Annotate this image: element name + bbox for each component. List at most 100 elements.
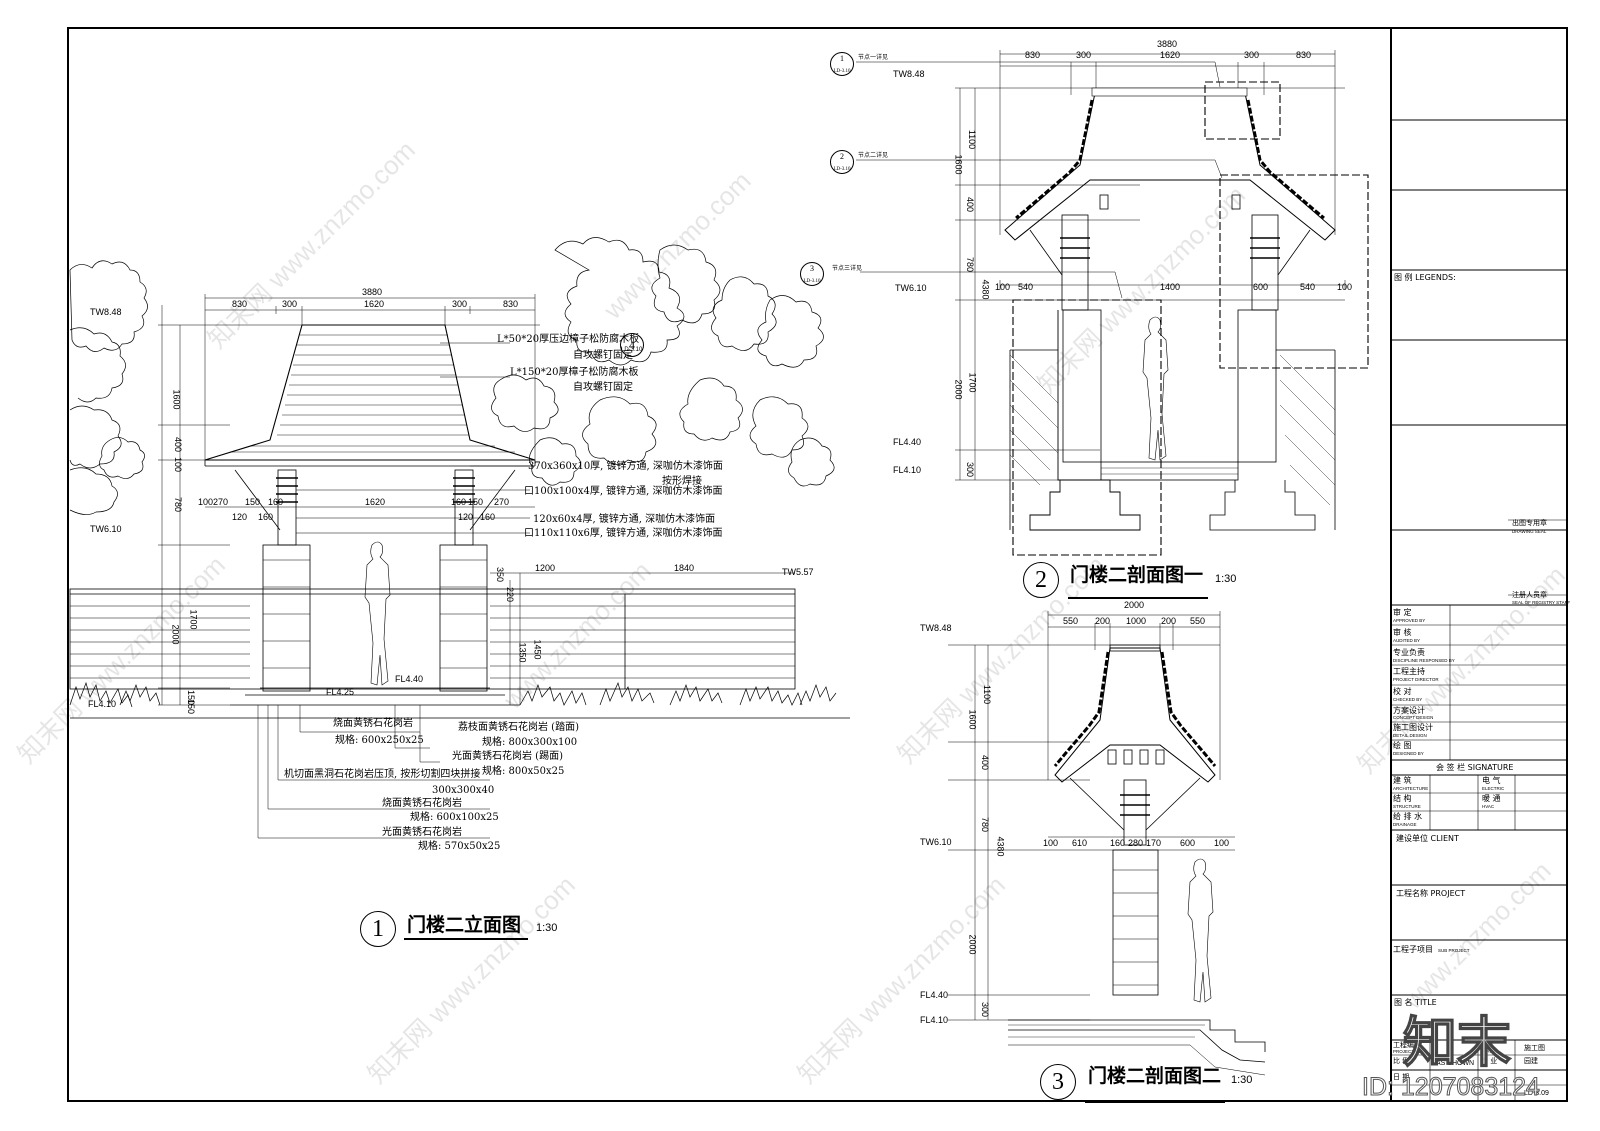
dim: 830 [1025, 50, 1041, 60]
note: L*50*20厚压边樟子松防腐木板 [497, 334, 640, 345]
dim: 1620 [1160, 50, 1181, 60]
note: 自攻螺钉固定 [573, 382, 633, 393]
note: 口100x100x4厚, 镀锌方通, 深咖仿木漆饰面 [524, 486, 723, 497]
sub-project-label: 工程子项目 [1393, 945, 1433, 954]
dim: 300 [1076, 50, 1092, 60]
note: 烧面黄锈石花岗岩 [333, 718, 413, 729]
role-label-en: CONCEPT DESIGN [1393, 715, 1434, 720]
note: 机切面黑洞石花岗岩压顶, 按形切割四块拼接 [284, 769, 481, 780]
callout-number: 2 [840, 152, 844, 161]
role-label: 审 核 [1393, 628, 1412, 637]
note: 规格: 800x300x100 [482, 737, 578, 748]
note: 口110x110x6厚, 镀锌方通, 深咖仿木漆饰面 [524, 528, 723, 539]
id-tag: ID: 1207083124 [1362, 1073, 1541, 1102]
title-label: 图 名 TITLE [1394, 998, 1437, 1007]
note: 荔枝面黄锈石花岗岩 (踏面) [458, 722, 579, 733]
dim: 160 [258, 512, 274, 522]
dim: 100 [198, 497, 214, 507]
view-title: 门楼二立面图 [407, 914, 522, 936]
discipline-field-label: 专 业 [1481, 1057, 1498, 1065]
role-label: 专业负责 [1393, 648, 1425, 657]
project-label: 工程名称 PROJECT [1396, 889, 1466, 898]
project-no-label: 工程编号 [1393, 1041, 1421, 1049]
dim: 160 [451, 497, 467, 507]
role-label-en: CHECKED BY [1393, 697, 1423, 702]
callout-label: 节点三详见 [832, 265, 863, 272]
callout-ref: LD-3.10 [621, 347, 643, 353]
role-label-en: DESIGNED BY [1393, 751, 1424, 756]
dim: 830 [1296, 50, 1312, 60]
dim: 270 [213, 497, 229, 507]
callout-number: 3 [810, 264, 814, 273]
dim: 1700 [967, 372, 978, 393]
dim: 100 [1337, 282, 1353, 292]
view-number-circle: 1 [360, 911, 396, 947]
level-marker: TW8.48 [90, 307, 122, 317]
dim: 1840 [674, 563, 695, 573]
dim: 830 [503, 299, 519, 309]
dim: 1600 [953, 154, 964, 175]
drawing-frame [67, 27, 1568, 1102]
dim: 400 [965, 196, 976, 213]
dim: 300 [1244, 50, 1260, 60]
dim: 400 [980, 754, 991, 771]
discipline-label-en: HVAC [1482, 804, 1495, 809]
view-scale: 1:30 [536, 922, 558, 934]
dim: 160 [480, 512, 496, 522]
dim: 3880 [362, 287, 383, 297]
dim: 100 [1043, 838, 1059, 848]
view-number-circle: 3 [1040, 1064, 1076, 1100]
level-marker: TW8.48 [893, 69, 925, 79]
discipline-label-en: ARCHITECTURE [1393, 786, 1429, 791]
legends-label: 图 例 LEGENDS: [1394, 273, 1456, 282]
view-number: 2 [1035, 567, 1047, 593]
dim: 4380 [980, 279, 991, 300]
level-marker: FL4.25 [326, 687, 355, 697]
view-scale: 1:30 [1231, 1074, 1253, 1086]
discipline-label: 电 气 [1482, 776, 1501, 785]
callout-label: 节点一详见 [858, 54, 889, 61]
dim: 400 [173, 436, 184, 453]
view-number: 3 [1052, 1069, 1064, 1095]
note: 烧面黄锈石花岗岩 [382, 798, 462, 809]
dim: 780 [173, 496, 184, 513]
dim: 350 [495, 566, 506, 583]
dim: 150 [468, 497, 484, 507]
dim: 1600 [967, 709, 978, 730]
role-label-en: DETAIL DESIGN [1393, 733, 1427, 738]
level-marker: TW6.10 [895, 283, 927, 293]
dim: 1450 [532, 639, 543, 660]
note: 光面黄锈石花岗岩 [382, 827, 462, 838]
note: 规格: 800x50x25 [482, 766, 565, 777]
role-label: 绘 图 [1393, 741, 1412, 750]
dim: 100 [173, 456, 184, 473]
drawing-seal-en: DRAWING SEAL [1512, 529, 1547, 534]
role-label-en: AUDITED BY [1393, 638, 1421, 643]
note: L*150*20厚樟子松防腐木板 [510, 367, 639, 378]
note: 光面黄锈石花岗岩 (踢面) [452, 751, 563, 762]
project-no-en: PROJECT NO. [1393, 1049, 1424, 1054]
dim: 780 [980, 816, 991, 833]
level-marker: TW5.57 [782, 567, 814, 577]
dim: 300 [965, 461, 976, 478]
level-marker: FL4.10 [893, 465, 922, 475]
level-marker: TW6.10 [90, 524, 122, 534]
dim: 1600 [171, 389, 182, 410]
section2-drawing [948, 611, 1266, 1103]
dim: 2000 [953, 379, 964, 400]
level-marker: FL4.10 [88, 699, 117, 709]
role-label-en: DISCIPLINE RESPONSED BY [1393, 658, 1455, 663]
section1-drawing [856, 50, 1369, 599]
sub-project-en: SUB PROJECT [1438, 948, 1470, 953]
dim: 100 [995, 282, 1011, 292]
view-title: 门楼二剖面图二 [1088, 1065, 1222, 1087]
dim: 540 [1300, 282, 1316, 292]
drawing-seal-label: 出图专用章 [1512, 519, 1547, 527]
callout-number: 1 [840, 54, 844, 63]
discipline-field-value: 园建 [1524, 1057, 1538, 1065]
dim: 2000 [1124, 600, 1145, 610]
dim: 1100 [967, 129, 978, 150]
dim: 160 [268, 497, 284, 507]
